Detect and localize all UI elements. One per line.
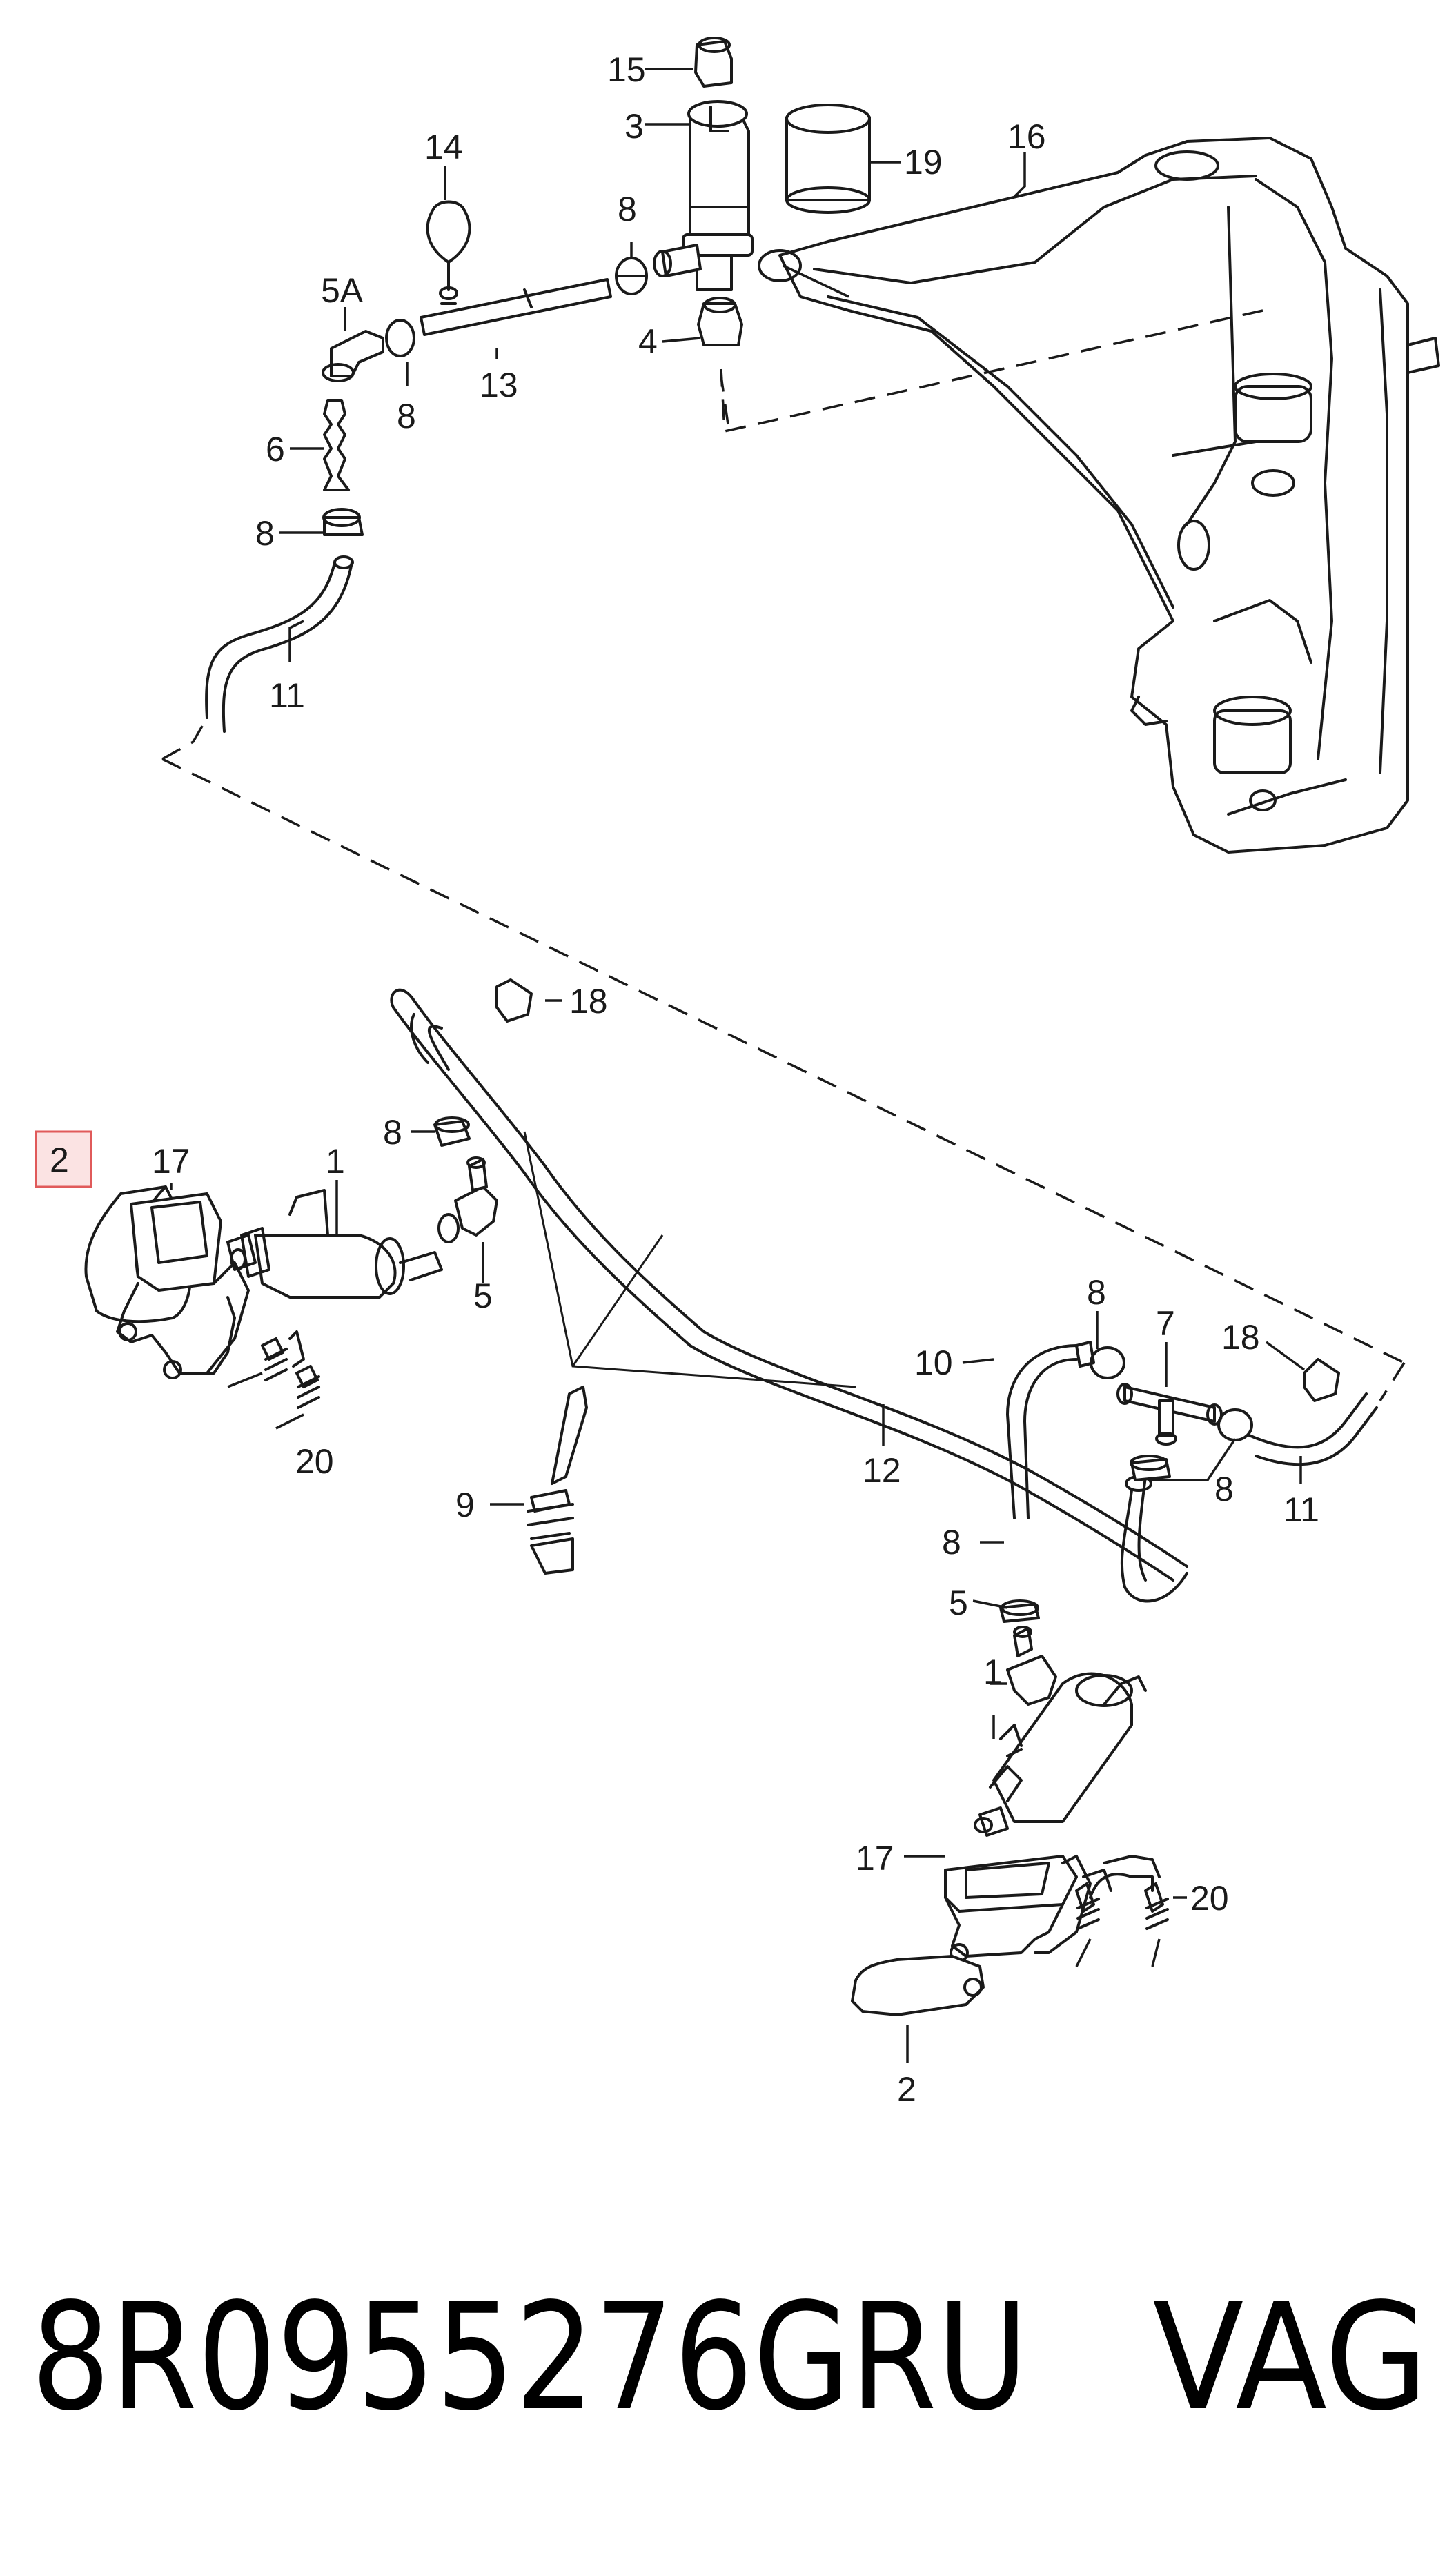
right-headlight-washer-nozzle [851,1599,1169,2016]
left-headlight-washer-nozzle [84,1116,498,1430]
connection-lines [161,309,1406,1401]
callout-3: 3 [624,107,644,146]
callout-16: 16 [1007,117,1046,156]
washer-pump-upper [653,37,871,346]
callout-9: 9 [455,1486,475,1524]
callout-5A: 5A [321,271,364,310]
callout-18-upper: 18 [569,982,608,1021]
callout-8-lower-nozzle: 8 [942,1523,961,1562]
callout-1-left: 1 [326,1142,345,1181]
callout-labels: 15 3 19 16 14 8 5A 4 13 8 6 8 11 18 8 2 … [50,50,1319,2109]
part-number-caption: 8R0955276GRU [31,2272,1028,2443]
callout-11-lower: 11 [1283,1490,1319,1529]
callout-8-upper-hose: 8 [397,397,416,435]
callout-20-lower: 20 [1190,1879,1229,1918]
callout-4: 4 [638,322,658,361]
callout-11-upper: 11 [269,676,305,715]
leader-lines [170,68,1306,2063]
hose-10 [1006,1341,1095,1519]
callout-2-highlighted: 2 [50,1141,69,1179]
upper-hose-parts [205,200,648,733]
callout-13: 13 [480,366,518,404]
callout-20-left: 20 [295,1442,334,1481]
callout-7: 7 [1156,1304,1175,1343]
callout-8-upper-left: 8 [255,514,275,553]
callout-8-t-piece-top: 8 [1087,1273,1106,1312]
callout-8-left-nozzle: 8 [383,1113,402,1152]
callout-18-lower: 18 [1221,1318,1260,1357]
callout-5-lower: 5 [949,1584,968,1622]
main-hose-12 [390,988,1188,1603]
t-piece-7 [1090,1346,1253,1481]
callout-1-lower: 1 [983,1653,1003,1691]
hose-clip-9 [527,1386,588,1575]
callout-8-t-piece-bottom: 8 [1214,1470,1234,1508]
callout-12: 12 [863,1451,901,1490]
callout-6: 6 [266,430,285,469]
callout-14: 14 [424,128,463,166]
washer-reservoir [758,137,1440,854]
callout-15: 15 [607,50,646,89]
hose-11-lower [495,978,1378,1466]
callout-10: 10 [914,1343,953,1382]
callout-5-left: 5 [473,1277,493,1315]
brand-caption: VAG [1152,2272,1428,2443]
callout-19: 19 [904,143,943,181]
callout-2-lower: 2 [897,2070,916,2109]
callout-8-top: 8 [618,190,637,228]
highlight-box [35,1130,92,1188]
callout-17-lower: 17 [856,1839,894,1878]
callout-17-left: 17 [152,1142,190,1181]
